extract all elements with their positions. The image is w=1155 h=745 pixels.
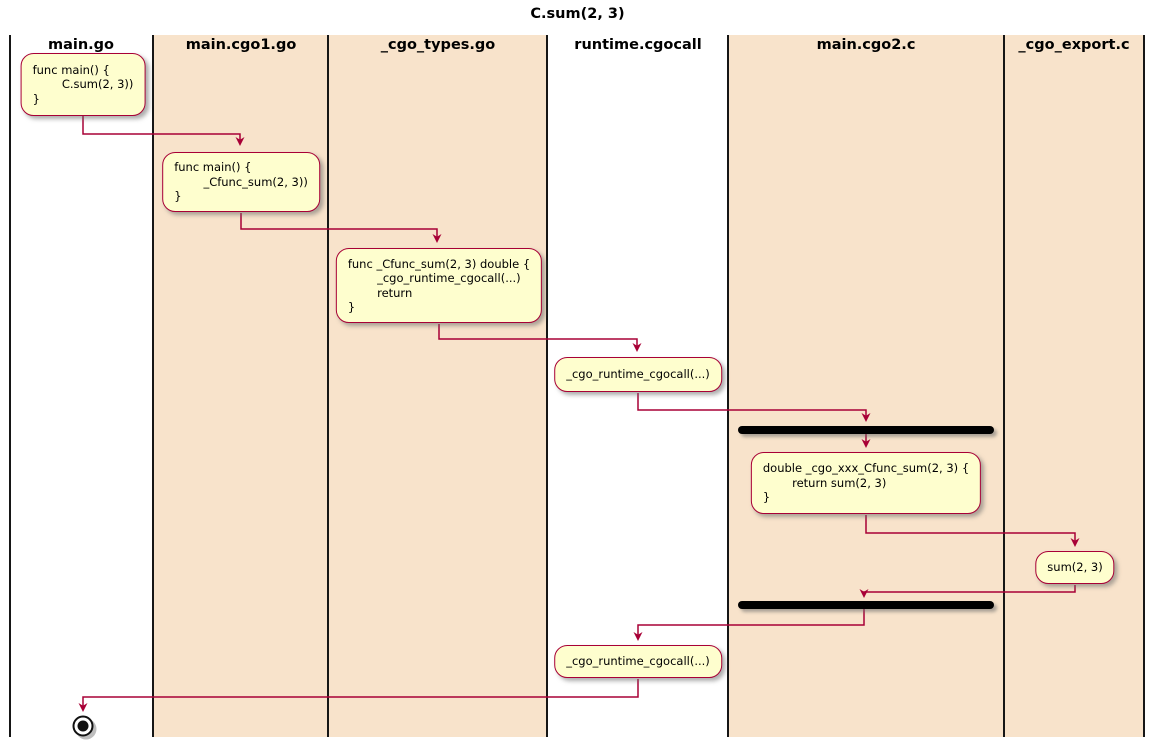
sync-bar-enter-c [738,426,994,434]
lane-label-main-cgo1-go: main.cgo1.go [185,37,297,53]
swimlane-main-go [11,35,153,737]
lane-divider [1143,35,1145,737]
lane-label-cgo-types-go: _cgo_types.go [380,37,496,53]
lane-label-main-cgo2-c: main.cgo2.c [816,37,916,53]
lane-divider [327,35,329,737]
swimlane-cgo-types-go [329,35,547,737]
activity-export-sum: sum(2, 3) [1035,551,1115,584]
diagram-title: C.sum(2, 3) [530,6,625,22]
swimlane-cgo-export-c [1005,35,1145,737]
lane-divider [1003,35,1005,737]
activity-cgo-types-cfunc-sum: func _Cfunc_sum(2, 3) double { _cgo_runt… [335,248,543,323]
swimlane-main-cgo1-go [154,35,328,737]
lane-divider [727,35,729,737]
activity-runtime-cgocall-return: _cgo_runtime_cgocall(...) [554,645,722,678]
lane-divider [9,35,11,737]
activity-cgo2-cfunc-sum-impl: double _cgo_xxx_Cfunc_sum(2, 3) { return… [750,452,982,514]
activity-main-go-func-main: func main() { C.sum(2, 3)) } [20,53,146,116]
swimlane-main-cgo2-c [729,35,1004,737]
activity-cgo1-func-main: func main() { _Cfunc_sum(2, 3)) } [162,152,320,212]
lane-label-runtime-cgocall: runtime.cgocall [574,37,702,53]
lane-divider [152,35,154,737]
lane-label-main-go: main.go [47,37,115,53]
sync-bar-exit-c [738,601,994,609]
lane-label-cgo-export-c: _cgo_export.c [1018,37,1130,53]
lane-divider [546,35,548,737]
activity-runtime-cgocall-enter: _cgo_runtime_cgocall(...) [554,357,722,392]
